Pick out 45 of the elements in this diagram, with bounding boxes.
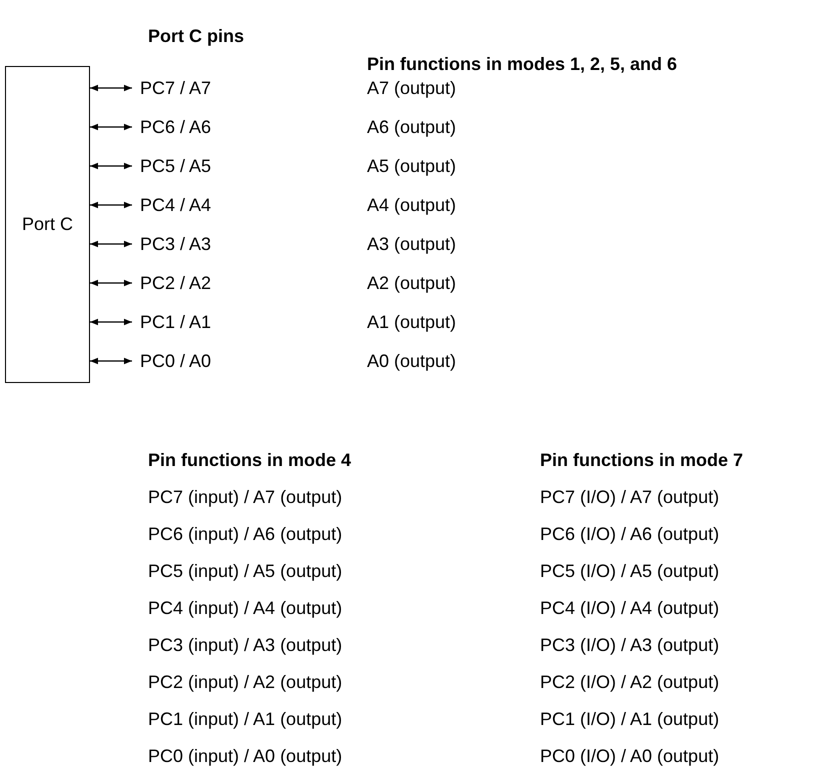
pin-label: PC0 / A0 [140, 350, 212, 372]
pin-function: A7 (output) [367, 77, 456, 99]
double-arrow [90, 202, 132, 208]
double-arrow [90, 318, 132, 326]
column-heading: Pin functions in mode 7 [540, 449, 744, 471]
pin-function: PC1 (I/O) / A1 (output) [540, 708, 720, 730]
pin-function: PC0 (input) / A0 (output) [148, 745, 342, 767]
double-arrow [90, 162, 132, 170]
pin-label: PC7 / A7 [140, 77, 212, 99]
pin-function: A6 (output) [367, 116, 456, 138]
double-arrow [90, 240, 132, 248]
port-box: Port C [5, 66, 90, 383]
pin-label: PC3 / A3 [140, 233, 212, 255]
pin-function: PC7 (input) / A7 (output) [148, 486, 342, 508]
pin-function: A2 (output) [367, 272, 456, 294]
pin-function: PC2 (input) / A2 (output) [148, 671, 342, 693]
double-arrow [90, 84, 132, 92]
double-arrow [90, 280, 132, 286]
column-heading: Port C pins [148, 25, 244, 47]
pin-function: PC4 (input) / A4 (output) [148, 597, 342, 619]
pin-function: PC0 (I/O) / A0 (output) [540, 745, 720, 767]
pin-label: PC6 / A6 [140, 116, 212, 138]
double-arrow [90, 124, 132, 130]
pin-function: PC3 (I/O) / A3 (output) [540, 634, 720, 656]
pin-function: A4 (output) [367, 194, 456, 216]
double-arrow [90, 358, 132, 364]
pin-label: PC4 / A4 [140, 194, 212, 216]
pin-function: PC2 (I/O) / A2 (output) [540, 671, 720, 693]
pin-function: PC1 (input) / A1 (output) [148, 708, 342, 730]
pin-function: PC6 (I/O) / A6 (output) [540, 523, 720, 545]
column-heading: Pin functions in mode 4 [148, 449, 352, 471]
pin-function: A3 (output) [367, 233, 456, 255]
pin-function: A0 (output) [367, 350, 456, 372]
pin-function: PC5 (input) / A5 (output) [148, 560, 342, 582]
pin-label: PC2 / A2 [140, 272, 212, 294]
pin-function: PC7 (I/O) / A7 (output) [540, 486, 720, 508]
pin-function: PC4 (I/O) / A4 (output) [540, 597, 720, 619]
pin-function: PC5 (I/O) / A5 (output) [540, 560, 720, 582]
column-heading: Pin functions in modes 1, 2, 5, and 6 [367, 53, 678, 75]
pin-label: PC1 / A1 [140, 311, 212, 333]
pin-function: A5 (output) [367, 155, 456, 177]
pin-function: PC6 (input) / A6 (output) [148, 523, 342, 545]
pin-label: PC5 / A5 [140, 155, 212, 177]
pin-function: PC3 (input) / A3 (output) [148, 634, 342, 656]
pin-function: A1 (output) [367, 311, 456, 333]
